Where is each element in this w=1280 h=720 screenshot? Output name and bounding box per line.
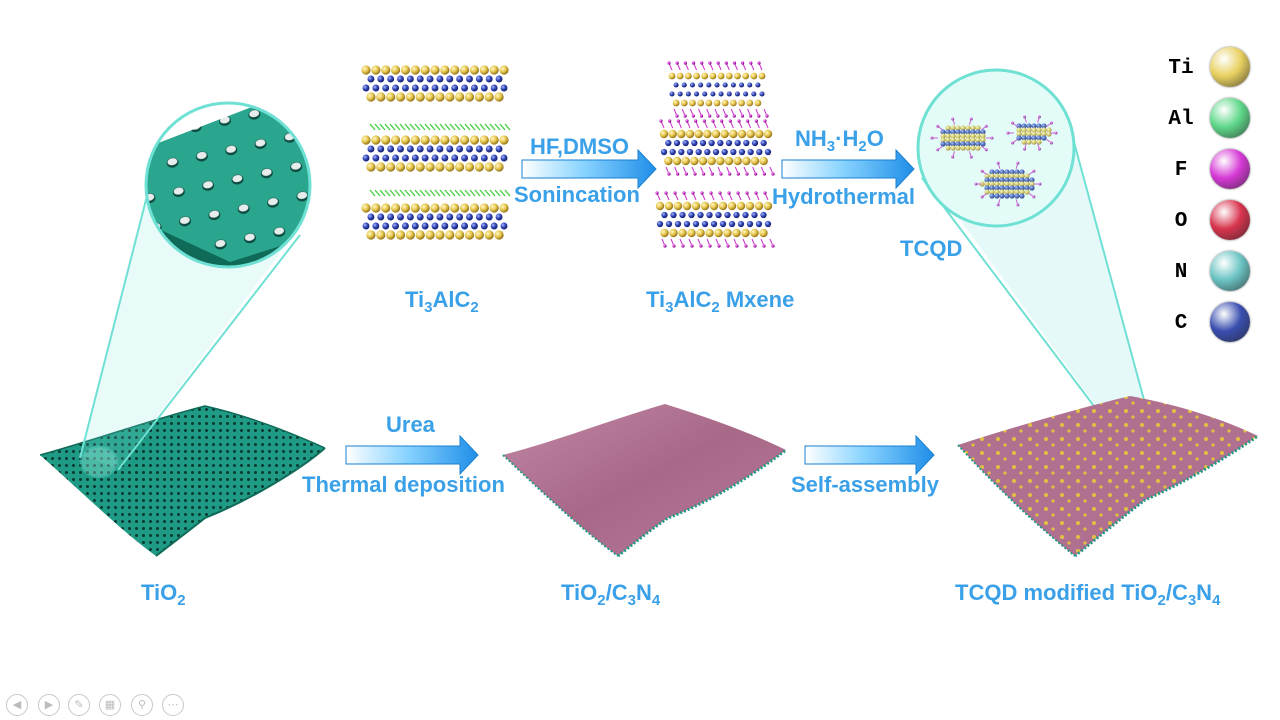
label-ti3alc2: Ti3AlC2 xyxy=(405,287,479,316)
slides-icon[interactable]: ▦ xyxy=(99,694,121,716)
pen-icon[interactable]: ✎ xyxy=(68,694,90,716)
tio2-sheet xyxy=(39,405,326,557)
legend-ball-ti xyxy=(1210,47,1250,87)
label-sonincation: Sonincation xyxy=(514,182,640,207)
label-tio2-c3n4: TiO2/C3N4 xyxy=(561,580,661,609)
arrow-hydrothermal xyxy=(781,148,915,190)
legend-symbol-o: O xyxy=(1174,210,1188,233)
arrow-hf-dmso xyxy=(521,148,657,190)
label-tcqd-modified: TCQD modified TiO2/C3N4 xyxy=(955,580,1221,609)
prev-icon[interactable]: ◀ xyxy=(6,694,28,716)
ti3alc2-mxene-structure xyxy=(655,61,775,248)
legend-ball-n xyxy=(1210,251,1250,291)
label-hf-dmso: HF,DMSO xyxy=(530,134,629,159)
legend-ball-al xyxy=(1210,98,1250,138)
tio2-magnified-view xyxy=(144,101,312,269)
arrow-urea xyxy=(345,434,479,476)
tcqd-magnified-view xyxy=(916,68,1076,228)
legend-symbol-al: Al xyxy=(1168,108,1194,131)
tio2-c3n4-sheet xyxy=(502,404,787,558)
zoom-icon[interactable]: ⚲ xyxy=(131,694,153,716)
label-tcqd: TCQD xyxy=(900,236,963,261)
arrow-self-assembly xyxy=(804,434,935,476)
legend-ball-f xyxy=(1210,149,1250,189)
legend-symbol-ti: Ti xyxy=(1168,57,1194,80)
legend-ball-c xyxy=(1210,302,1250,342)
more-icon[interactable]: ⋯ xyxy=(162,694,184,716)
label-urea: Urea xyxy=(386,412,435,437)
legend-symbol-f: F xyxy=(1174,159,1188,182)
legend-ball-o xyxy=(1210,200,1250,240)
label-thermal-deposition: Thermal deposition xyxy=(302,472,505,497)
label-nh3-h2o: NH3·H2O xyxy=(795,126,884,155)
label-self-assembly: Self-assembly xyxy=(791,472,939,497)
legend-symbol-c: C xyxy=(1174,312,1188,335)
label-tio2: TiO2 xyxy=(141,580,186,609)
label-hydrothermal: Hydrothermal xyxy=(772,184,916,209)
legend-symbol-n: N xyxy=(1174,261,1188,284)
label-ti3alc2-mxene: Ti3AlC2 Mxene xyxy=(646,287,795,316)
tcqd-modified-sheet xyxy=(957,396,1259,558)
next-icon[interactable]: ▶ xyxy=(38,694,60,716)
ti3alc2-crystal-structure xyxy=(361,65,511,240)
